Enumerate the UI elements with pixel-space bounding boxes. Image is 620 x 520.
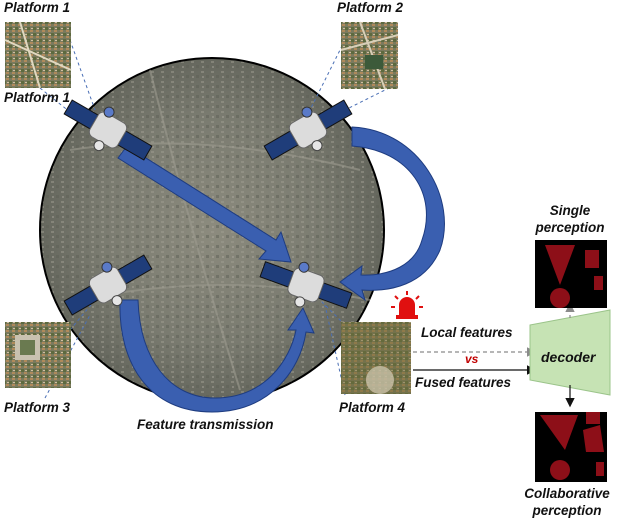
satellite-platform-3 bbox=[63, 254, 153, 316]
platform-3-label: Platform 3 bbox=[4, 400, 71, 415]
single-perception-map bbox=[535, 240, 607, 308]
platform-1-label: Platform 1 bbox=[4, 0, 71, 15]
platform-4-label: Platform 4 bbox=[339, 400, 406, 415]
decoder-block bbox=[529, 309, 611, 396]
satellite-platform-1 bbox=[63, 99, 153, 161]
single-perception-line1: Single bbox=[549, 203, 591, 218]
platform-4-thumbnail bbox=[341, 322, 411, 394]
collaborative-perception-line2: perception bbox=[532, 503, 602, 518]
decoder-label: decoder bbox=[541, 349, 596, 365]
fused-features-label: Fused features bbox=[415, 375, 512, 390]
arrow-p3-to-p4 bbox=[119, 299, 315, 413]
platform-2-label: Platform 2 bbox=[337, 0, 404, 15]
feature-transmission-label: Feature transmission bbox=[137, 417, 274, 432]
alarm-icon bbox=[391, 291, 423, 319]
collaborative-perception-line1: Collaborative bbox=[524, 486, 610, 501]
platform-2-thumbnail bbox=[340, 21, 399, 90]
local-features-label: Local features bbox=[421, 325, 513, 340]
arrow-p2-to-p4 bbox=[339, 126, 445, 302]
single-perception-line2: perception bbox=[535, 220, 605, 235]
satellite-platform-4 bbox=[259, 261, 353, 309]
platform-1-thumbnail bbox=[4, 21, 72, 89]
collaborative-perception-label: Collaborative perception bbox=[512, 485, 620, 519]
platform-1-label-lower: Platform 1 bbox=[4, 90, 71, 105]
vs-label: vs bbox=[465, 352, 479, 366]
arrow-p1-to-p4 bbox=[117, 145, 292, 263]
single-perception-label: Single perception bbox=[530, 202, 610, 236]
platform-3-thumbnail bbox=[5, 322, 71, 388]
collaborative-perception-map bbox=[535, 412, 607, 482]
transmission-arrows bbox=[117, 126, 445, 413]
satellite-platform-2 bbox=[263, 99, 353, 161]
